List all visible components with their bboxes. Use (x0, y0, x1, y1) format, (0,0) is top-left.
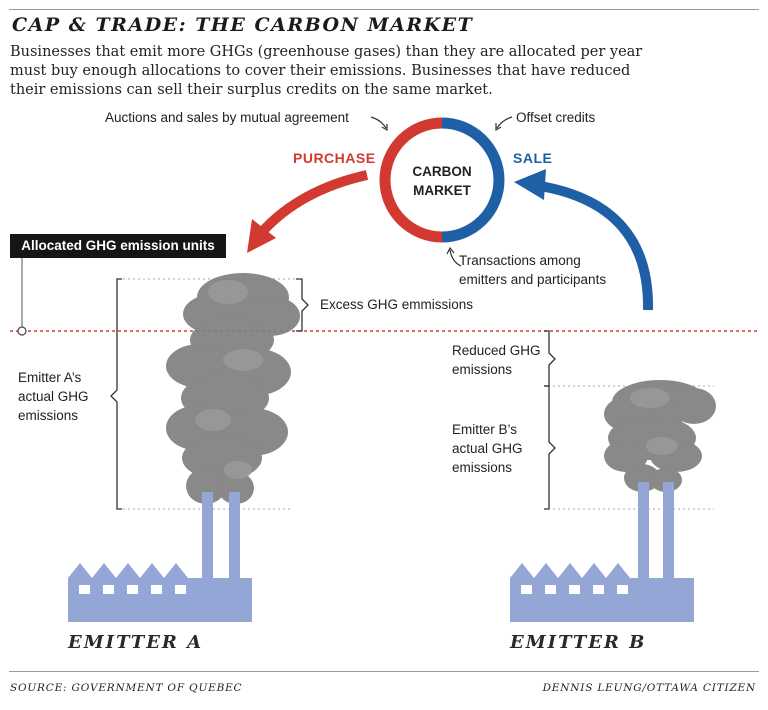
reduced-emissions-label: Reduced GHG emissions (452, 341, 541, 379)
allocated-units-label: Allocated GHG emission units (10, 234, 226, 258)
carbon-market-line: MARKET (413, 183, 471, 198)
top-rule (9, 9, 759, 10)
sale-arrow-head (514, 169, 546, 200)
emitter-a-actual-line: emissions (18, 408, 79, 423)
auctions-pointer (370, 116, 387, 129)
source-credit: SOURCE: GOVERNMENT OF QUEBEC (10, 682, 243, 694)
emitter-b-actual-label: Emitter B’s actual GHG emissions (452, 420, 523, 477)
offset-pointer (496, 116, 513, 129)
emitter-b-name: EMITTER B (510, 632, 647, 653)
carbon-market-line: CARBON (412, 164, 472, 179)
emitter-a-name: EMITTER A (68, 632, 204, 653)
offset-pointer-head (495, 123, 502, 132)
intro-line: their emissions can sell their surplus c… (10, 82, 493, 98)
transactions-pointer-head (446, 246, 455, 255)
emitter-b-brace (544, 385, 556, 510)
market-ring-red (379, 117, 443, 243)
emitter-b-chimney-right (663, 482, 674, 592)
excess-emissions-label: Excess GHG emmissions (320, 297, 474, 312)
transactions-pointer (449, 249, 462, 267)
transactions-line: Transactions among (459, 253, 581, 268)
purchase-arrow-shaft (258, 170, 369, 236)
emitter-b-smoke-highlights (630, 388, 678, 455)
emitter-a-actual-line: Emitter A’s (18, 370, 82, 385)
sale-arrow-shaft (539, 181, 654, 311)
carbon-market-label: CARBON MARKET (402, 162, 482, 200)
emitter-b-actual-line: actual GHG (452, 441, 523, 456)
emitter-a-actual-line: actual GHG (18, 389, 89, 404)
emitter-a-brace (110, 278, 122, 510)
reduced-emissions-line: Reduced GHG (452, 343, 541, 358)
market-ring-blue (441, 117, 505, 243)
transactions-line: emitters and participants (459, 272, 607, 287)
author-credit: DENNIS LEUNG/OTTAWA CITIZEN (542, 682, 756, 694)
auctions-pointer-head (381, 124, 388, 132)
emitter-a-chimney-left (202, 492, 213, 592)
page-title: CAP & TRADE: THE CARBON MARKET (12, 14, 474, 36)
transactions-label: Transactions among emitters and particip… (459, 251, 606, 289)
emitter-b-actual-line: emissions (452, 460, 513, 475)
purchase-label: PURCHASE (293, 150, 376, 166)
intro-line: must buy enough allocations to cover the… (10, 63, 631, 79)
reduced-brace (544, 330, 556, 387)
emitter-b-actual-line: Emitter B’s (452, 422, 518, 437)
emitter-a-smoke-highlights (195, 280, 263, 479)
emitter-a-windows (79, 585, 186, 594)
emitter-b-windows (521, 585, 628, 594)
purchase-arrow-head (247, 219, 276, 253)
bottom-rule (9, 671, 759, 672)
emitter-a-chimney-right (229, 492, 240, 592)
excess-brace (296, 278, 309, 332)
emitter-a-actual-label: Emitter A’s actual GHG emissions (18, 368, 89, 425)
sale-label: SALE (513, 150, 553, 166)
intro-text: Businesses that emit more GHGs (greenhou… (10, 43, 710, 100)
cap-connector-dot (17, 326, 27, 336)
intro-line: Businesses that emit more GHGs (greenhou… (10, 44, 643, 60)
emitter-b-chimney-left (638, 482, 649, 592)
reduced-emissions-line: emissions (452, 362, 513, 377)
auctions-label: Auctions and sales by mutual agreement (105, 110, 349, 125)
offset-credits-label: Offset credits (516, 110, 596, 125)
